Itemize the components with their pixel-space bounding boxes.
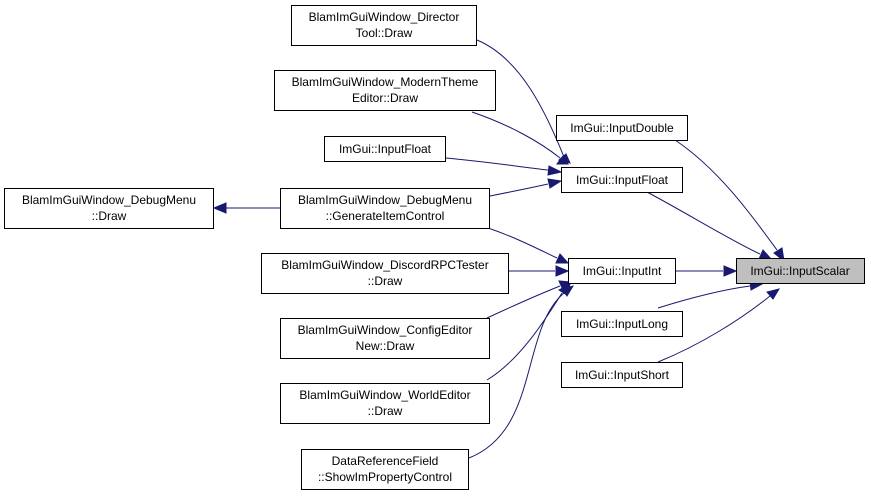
node-discord-rpc-line2: ::Draw [368, 274, 403, 288]
node-input-long[interactable]: ImGui::InputLong [561, 311, 683, 337]
node-input-float-left-label: ImGui::InputFloat [339, 142, 432, 156]
edge-inputint-to-scalar [676, 265, 738, 277]
node-debug-menu-generate[interactable]: BlamImGuiWindow_DebugMenu ::GenerateItem… [280, 188, 490, 229]
node-input-short[interactable]: ImGui::InputShort [561, 362, 683, 388]
node-data-reference-line1: DataReferenceField [332, 454, 439, 468]
edge-inputshort-to-scalar [657, 288, 781, 363]
node-debug-menu-draw-line1: BlamImGuiWindow_DebugMenu [22, 193, 196, 207]
node-data-reference[interactable]: DataReferenceField ::ShowImPropertyContr… [301, 449, 469, 490]
node-discord-rpc[interactable]: BlamImGuiWindow_DiscordRPCTester ::Draw [261, 253, 509, 294]
node-config-editor-line2: New::Draw [356, 339, 415, 353]
edge-discord-to-inputint [509, 265, 570, 277]
node-debug-menu-generate-line1: BlamImGuiWindow_DebugMenu [298, 193, 472, 207]
node-config-editor[interactable]: BlamImGuiWindow_ConfigEditor New::Draw [280, 318, 490, 359]
node-input-int-label: ImGui::InputInt [583, 264, 662, 278]
node-world-editor[interactable]: BlamImGuiWindow_WorldEditor ::Draw [280, 383, 490, 424]
node-input-short-label: ImGui::InputShort [575, 368, 670, 382]
node-discord-rpc-line1: BlamImGuiWindow_DiscordRPCTester [281, 258, 488, 272]
node-debug-menu-draw[interactable]: BlamImGuiWindow_DebugMenu ::Draw [4, 188, 214, 229]
node-config-editor-line1: BlamImGuiWindow_ConfigEditor [298, 323, 473, 337]
node-input-double-label: ImGui::InputDouble [570, 121, 674, 135]
node-data-reference-line2: ::ShowImPropertyControl [318, 470, 452, 484]
edge-dataref-to-inputint [468, 285, 575, 459]
node-modern-theme[interactable]: BlamImGuiWindow_ModernTheme Editor::Draw [274, 70, 496, 111]
node-input-long-label: ImGui::InputLong [576, 317, 668, 331]
node-debug-menu-draw-line2: ::Draw [92, 209, 127, 223]
node-director-tool[interactable]: BlamImGuiWindow_Director Tool::Draw [291, 5, 477, 46]
edge-inputfloat-to-scalar [646, 191, 774, 261]
edge-generate-to-inputfloat [489, 178, 563, 197]
edge-inputdouble-to-scalar [674, 139, 785, 263]
edge-inputfloatleft-to-inputfloat [445, 157, 563, 176]
edge-moderntheme-to-inputfloat [471, 111, 569, 165]
node-director-tool-line2: Tool::Draw [356, 26, 413, 40]
node-director-tool-line1: BlamImGuiWindow_Director [309, 10, 460, 24]
node-input-float[interactable]: ImGui::InputFloat [561, 167, 683, 193]
node-input-float-left[interactable]: ImGui::InputFloat [324, 136, 446, 162]
edge-generate-to-inputint [487, 227, 570, 264]
node-modern-theme-line2: Editor::Draw [352, 91, 418, 105]
node-input-int[interactable]: ImGui::InputInt [568, 258, 676, 284]
node-input-scalar[interactable]: ImGui::InputScalar [736, 258, 865, 284]
edge-generate-to-debugdraw [212, 202, 280, 214]
edge-inputlong-to-scalar [657, 280, 764, 309]
node-input-scalar-label: ImGui::InputScalar [750, 264, 849, 278]
node-input-float-label: ImGui::InputFloat [576, 173, 669, 187]
node-world-editor-line2: ::Draw [368, 404, 403, 418]
node-debug-menu-generate-line2: ::GenerateItemControl [326, 209, 445, 223]
edge-world-to-inputint [486, 282, 571, 381]
node-world-editor-line1: BlamImGuiWindow_WorldEditor [299, 388, 470, 402]
node-input-double[interactable]: ImGui::InputDouble [556, 115, 688, 141]
node-modern-theme-line1: BlamImGuiWindow_ModernTheme [292, 75, 479, 89]
